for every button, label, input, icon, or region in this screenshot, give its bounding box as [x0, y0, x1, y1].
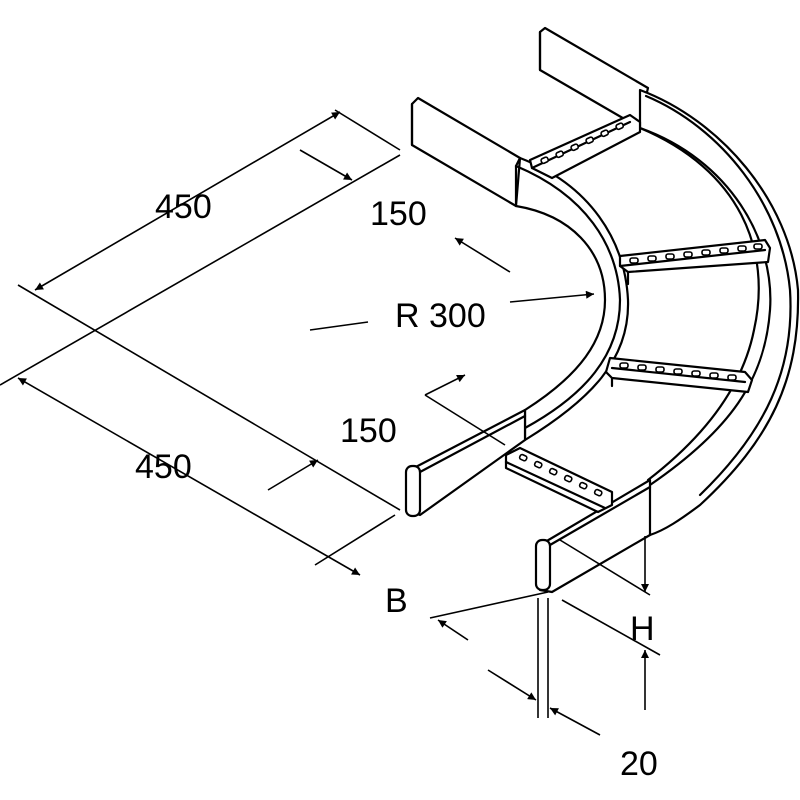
width-b-line: [429, 591, 549, 619]
dimension-label-height: H: [630, 610, 655, 648]
extension-line: [334, 109, 401, 151]
dimension-150-bottom-line: [267, 459, 319, 491]
dimension-label-flange: 20: [620, 745, 658, 783]
inner-side-rail: [404, 96, 630, 518]
dimension-labels: 450 450 150 150 R 300 B H 20: [135, 188, 658, 783]
dimension-label-150-bottom: 150: [340, 412, 397, 450]
height-h-extension: [559, 539, 651, 596]
extension-line: [17, 284, 401, 511]
dimension-150-inner-top-line: [454, 237, 511, 273]
dimension-450-bottom-line: [17, 377, 361, 576]
width-b-extension: [561, 599, 661, 656]
outer-side-rail: [534, 26, 800, 594]
dimension-label-150-top: 150: [370, 195, 427, 233]
flange-20-arrow-right: [549, 707, 601, 736]
radius-leader-right: [509, 290, 595, 303]
rung-slots: [518, 122, 763, 497]
width-b-arrow-left: [437, 619, 469, 641]
dimension-label-radius: R 300: [395, 297, 486, 335]
dimension-150-top-line: [299, 149, 353, 181]
ladder-bend-part: [404, 26, 800, 594]
rung-4: [504, 446, 614, 514]
flange-20-arrow-left: [487, 669, 537, 701]
dimension-450-top-line: [34, 111, 341, 291]
extension-line: [424, 394, 506, 446]
dimension-lines: [0, 109, 661, 736]
dimension-150-inner-bottom-line: [424, 374, 466, 396]
dimension-label-width: B: [385, 582, 408, 620]
extension-line: [314, 514, 396, 566]
dimension-label-450-bottom: 450: [135, 448, 192, 486]
rung-2: [618, 238, 772, 286]
dimension-label-450-top: 450: [155, 188, 212, 226]
radius-leader-left: [309, 321, 369, 331]
